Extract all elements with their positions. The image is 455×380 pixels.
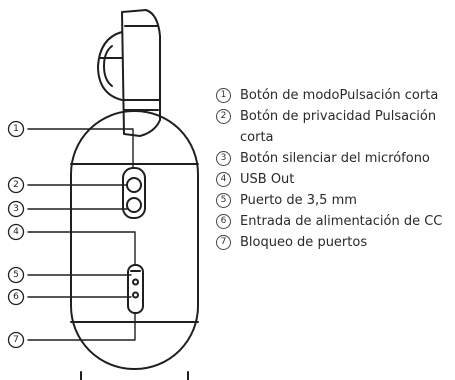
legend-item-audio-jack: 5 Puerto de 3,5 mm [216,190,452,211]
legend-text-1: Botón de modoPulsación corta [240,88,439,103]
device-diagram: 1 2 3 4 5 6 7 [7,9,199,380]
camera-head [121,9,161,137]
callout-label-7: 7 [13,335,19,345]
callout-markers [7,120,25,349]
port-panel [127,264,144,314]
legend-marker-4: 4 [216,172,231,187]
legend-marker-7: 7 [216,235,231,250]
callout-5 [7,266,25,284]
legend-item-mode-button: 1 Botón de modoPulsación corta [216,85,452,106]
legend-item-privacy-button: 2 Botón de privacidad Pulsación corta [216,106,452,148]
legend-marker-1: 1 [216,88,231,103]
callout-label-6: 6 [13,292,19,302]
callout-3 [7,200,25,218]
legend-item-mic-mute-button: 3 Botón silenciar del micrófono [216,148,452,169]
legend-text-2: Botón de privacidad Pulsación corta [240,109,437,145]
legend-marker-6: 6 [216,214,231,229]
legend-marker-5: 5 [216,193,231,208]
callout-6 [7,288,25,306]
device-base [80,371,189,380]
legend-marker-2: 2 [216,109,231,124]
legend-item-dc-input: 6 Entrada de alimentación de CC [216,211,452,232]
callout-2 [7,176,25,194]
callout-1 [7,120,25,138]
callout-7 [7,331,25,349]
legend-list: 1 Botón de modoPulsación corta 2 Botón d… [216,85,452,253]
button-panel [122,167,146,219]
legend-text-5: Puerto de 3,5 mm [240,193,357,208]
leader-lines [27,128,136,341]
legend-item-port-lock: 7 Bloqueo de puertos [216,232,452,253]
mic-mute-button[interactable] [126,197,142,213]
audio-jack-port [132,278,139,286]
callout-label-5: 5 [13,270,19,280]
legend-text-3: Botón silenciar del micrófono [240,151,430,166]
camera-lens [97,31,123,101]
dc-input-port [132,291,139,299]
callout-label-3: 3 [13,204,19,214]
callout-4 [7,223,25,241]
privacy-button[interactable] [126,177,142,193]
callout-label-2: 2 [13,180,19,190]
legend-text-7: Bloqueo de puertos [240,235,368,250]
device-body [70,110,199,370]
callout-label-1: 1 [13,124,19,134]
legend-text-6: Entrada de alimentación de CC [240,214,443,229]
callout-label-4: 4 [13,227,19,237]
legend-item-usb-out: 4 USB Out [216,169,452,190]
legend-marker-3: 3 [216,151,231,166]
legend-text-4: USB Out [240,172,295,187]
